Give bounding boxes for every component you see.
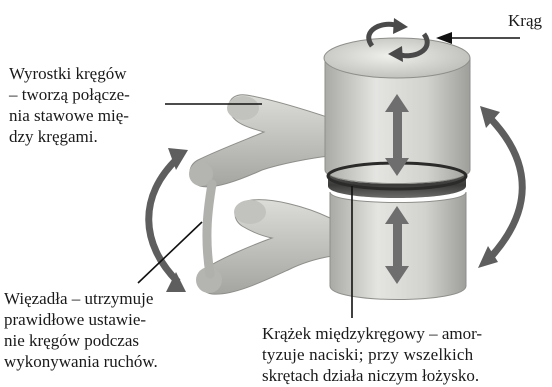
label-line: wykonywania ruchów.: [4, 351, 158, 372]
label-line: – tworzą połącze-: [4, 84, 204, 105]
label-line: Więzadła – utrzymuje: [4, 288, 158, 309]
right-bend-arrow-icon: [478, 106, 522, 268]
label-line: skrętach działa niczym łożysko.: [262, 365, 482, 386]
rotation-arrowhead-icon: [393, 18, 408, 34]
ligament: [207, 184, 212, 274]
label-line: nia stawowe mię-: [4, 105, 204, 126]
label-line: Wyrostki kręgów: [4, 63, 204, 84]
label-line: tyzuje naciski; przy wszelkich: [262, 344, 482, 365]
label-line: dzy kręgami.: [4, 126, 204, 147]
lower-vertebra-processes: [196, 200, 332, 294]
label-line: nie kręgów podczas: [4, 330, 158, 351]
label-wiezadla: Więzadła – utrzymuje prawidłowe ustawie-…: [4, 288, 158, 372]
label-krag: Krąg: [508, 10, 542, 31]
label-krag-text: Krąg: [508, 10, 542, 31]
label-line: Krążek międzykręgowy – amor-: [262, 323, 482, 344]
label-wyrostki: Wyrostki kręgów – tworzą połącze- nia st…: [4, 63, 204, 147]
label-line: prawidłowe ustawie-: [4, 309, 158, 330]
label-krazek: Krążek międzykręgowy – amor- tyzuje naci…: [262, 323, 482, 386]
upper-vertebra-processes: [189, 95, 330, 187]
left-bend-arrow-icon: [149, 148, 188, 292]
